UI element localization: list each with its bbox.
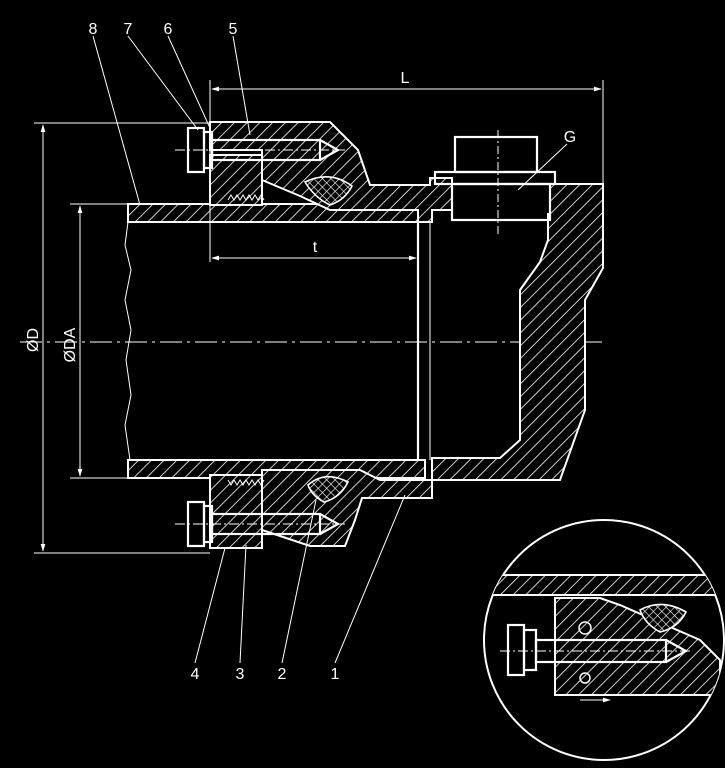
grip-teeth-bottom xyxy=(227,479,265,486)
part-label-7: 7 xyxy=(124,21,133,38)
part-label-1: 1 xyxy=(331,666,340,683)
part-label-2: 2 xyxy=(278,666,287,683)
fitting-body xyxy=(209,121,604,549)
dimension-oda-label: ØDA xyxy=(62,327,79,362)
part-label-5: 5 xyxy=(229,21,238,38)
part-label-4: 4 xyxy=(191,666,200,683)
dimension-l-label: L xyxy=(401,70,410,87)
dimension-t-label: t xyxy=(313,239,318,256)
grip-teeth-top xyxy=(227,194,265,201)
dimension-t: t xyxy=(211,239,417,261)
part-label-8: 8 xyxy=(89,21,98,38)
seal-ring-top xyxy=(303,176,354,206)
part-callouts: 8 7 6 5 G 4 3 2 1 xyxy=(89,21,577,683)
pipe xyxy=(124,203,431,479)
dimension-oda: ØDA xyxy=(62,203,128,479)
part-label-3: 3 xyxy=(236,666,245,683)
dimension-od: ØD xyxy=(25,122,210,554)
dimension-l: L xyxy=(209,70,604,262)
threaded-plug xyxy=(433,130,557,236)
detail-view xyxy=(483,519,725,761)
bolt-bottom xyxy=(175,500,345,548)
dimension-od-label: ØD xyxy=(25,328,42,352)
part-label-6: 6 xyxy=(164,21,173,38)
seal-ring-bottom xyxy=(307,475,350,503)
part-label-g: G xyxy=(564,129,576,146)
